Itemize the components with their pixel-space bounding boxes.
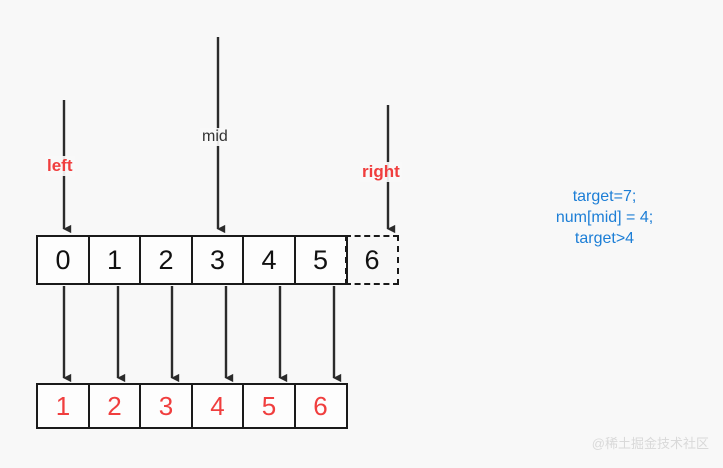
pointer-label-mid: mid (200, 128, 230, 146)
index-cell-5: 5 (293, 235, 348, 285)
annotation-block: target=7; num[mid] = 4; target>4 (512, 186, 697, 249)
value-cell-5: 6 (293, 383, 348, 429)
index-cell-4: 4 (242, 235, 296, 285)
index-cell-0: 0 (36, 235, 90, 285)
watermark: @稀土掘金技术社区 (591, 436, 709, 451)
index-cell-3: 3 (190, 235, 245, 285)
value-array: 1 2 3 4 5 6 (36, 383, 348, 429)
value-cell-0: 1 (36, 383, 90, 429)
value-cell-4: 5 (242, 383, 296, 429)
index-cell-6-out-of-range: 6 (345, 235, 399, 285)
index-array: 0 1 2 3 4 5 6 (36, 235, 399, 285)
index-cell-2: 2 (139, 235, 193, 285)
index-cell-1: 1 (87, 235, 142, 285)
annotation-line-num-mid: num[mid] = 4; (555, 209, 654, 226)
value-cell-3: 4 (190, 383, 245, 429)
value-cell-1: 2 (87, 383, 142, 429)
pointer-label-right: right (360, 162, 402, 182)
pointer-label-left: left (45, 156, 75, 176)
annotation-line-target: target=7; (572, 188, 637, 205)
annotation-line-comparison: target>4 (574, 230, 635, 247)
value-cell-2: 3 (139, 383, 193, 429)
